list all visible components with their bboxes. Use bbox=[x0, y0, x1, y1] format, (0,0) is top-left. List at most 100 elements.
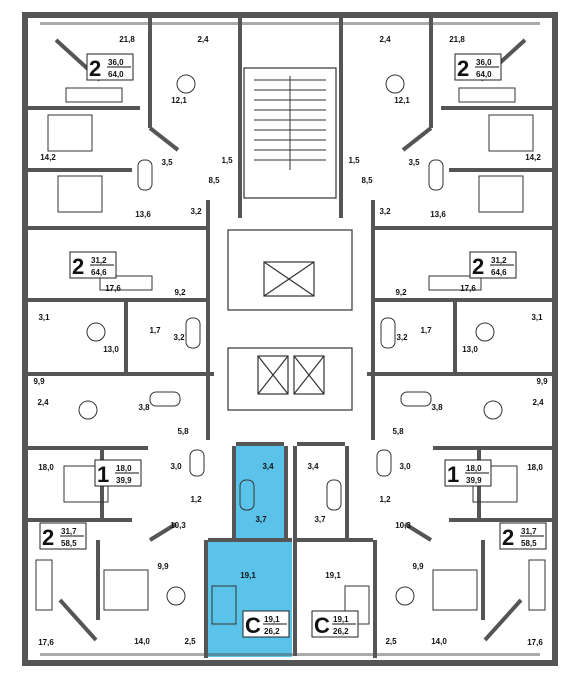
living-area: 19,1 bbox=[333, 615, 349, 624]
total-area: 26,2 bbox=[264, 627, 280, 636]
total-area: 39,9 bbox=[466, 476, 482, 485]
room-area-label: 14,2 bbox=[40, 153, 56, 162]
room-area-label: 9,9 bbox=[536, 377, 548, 386]
room-area-label: 3,0 bbox=[399, 462, 411, 471]
room-count: 2 bbox=[472, 254, 484, 279]
room-area-label: 12,1 bbox=[394, 96, 410, 105]
living-area: 31,2 bbox=[91, 256, 107, 265]
room-area-label: 3,1 bbox=[38, 313, 50, 322]
room-count: 2 bbox=[457, 56, 469, 81]
room-area-label: 3,2 bbox=[379, 207, 391, 216]
room-area-label: 3,4 bbox=[262, 462, 274, 471]
stairwell bbox=[243, 67, 337, 199]
room-area-label: 5,8 bbox=[177, 427, 189, 436]
room-area-label: 14,2 bbox=[525, 153, 541, 162]
room-area-label: 8,5 bbox=[208, 176, 220, 185]
room-area-label: 2,4 bbox=[532, 398, 544, 407]
room-area-label: 9,9 bbox=[412, 562, 424, 571]
room-area-label: 1,5 bbox=[348, 156, 360, 165]
room-area-label: 9,9 bbox=[33, 377, 45, 386]
room-area-label: 17,6 bbox=[527, 638, 543, 647]
room-count: 2 bbox=[502, 525, 514, 550]
living-area: 18,0 bbox=[116, 464, 132, 473]
room-area-label: 13,0 bbox=[462, 345, 478, 354]
room-area-label: 3,5 bbox=[408, 158, 420, 167]
total-area: 26,2 bbox=[333, 627, 349, 636]
room-area-label: 1,5 bbox=[221, 156, 233, 165]
room-area-label: 10,3 bbox=[395, 521, 411, 530]
living-area: 36,0 bbox=[476, 58, 492, 67]
room-count: 2 bbox=[89, 56, 101, 81]
room-area-label: 3,5 bbox=[161, 158, 173, 167]
room-area-label: 18,0 bbox=[38, 463, 54, 472]
total-area: 58,5 bbox=[61, 539, 77, 548]
room-area-label: 2,4 bbox=[379, 35, 391, 44]
room-area-label: 3,7 bbox=[314, 515, 326, 524]
outer-walls bbox=[22, 12, 558, 666]
elevator-shafts bbox=[227, 229, 353, 411]
room-area-label: 21,8 bbox=[449, 35, 465, 44]
room-area-label: 2,5 bbox=[385, 637, 397, 646]
apartment-badge-ne[interactable]: 2 36,0 64,0 bbox=[454, 53, 502, 81]
room-area-label: 17,6 bbox=[105, 284, 121, 293]
room-area-label: 14,0 bbox=[134, 637, 150, 646]
apartment-badge-e1[interactable]: 1 18,0 39,9 bbox=[444, 459, 492, 487]
room-area-label: 3,7 bbox=[255, 515, 267, 524]
room-area-label: 1,7 bbox=[420, 326, 432, 335]
total-area: 64,0 bbox=[476, 70, 492, 79]
room-area-label: 8,5 bbox=[361, 176, 373, 185]
interior-walls-horizontal bbox=[28, 106, 552, 542]
room-area-label: 17,6 bbox=[38, 638, 54, 647]
room-area-label: 13,0 bbox=[103, 345, 119, 354]
room-area-label: 19,1 bbox=[240, 571, 256, 580]
room-area-label: 3,2 bbox=[396, 333, 408, 342]
room-area-label: 2,5 bbox=[184, 637, 196, 646]
total-area: 64,6 bbox=[491, 268, 507, 277]
room-area-label: 5,8 bbox=[392, 427, 404, 436]
room-area-label: 19,1 bbox=[325, 571, 341, 580]
apartment-badge-nw[interactable]: 2 36,0 64,0 bbox=[86, 53, 134, 81]
room-area-label: 3,1 bbox=[531, 313, 543, 322]
living-area: 31,2 bbox=[491, 256, 507, 265]
room-area-label: 3,8 bbox=[138, 403, 150, 412]
room-area-label: 10,3 bbox=[170, 521, 186, 530]
living-area: 31,7 bbox=[521, 527, 537, 536]
room-area-label: 1,7 bbox=[149, 326, 161, 335]
room-count: С bbox=[245, 613, 261, 638]
room-area-label: 1,2 bbox=[379, 495, 391, 504]
room-area-label: 3,8 bbox=[431, 403, 443, 412]
room-count: 2 bbox=[42, 525, 54, 550]
room-area-label: 14,0 bbox=[431, 637, 447, 646]
apartment-badge-e2[interactable]: 2 31,2 64,6 bbox=[469, 251, 517, 279]
furniture bbox=[35, 74, 546, 625]
room-area-label: 3,2 bbox=[173, 333, 185, 342]
interior-walls-vertical bbox=[96, 18, 485, 658]
room-area-label: 13,6 bbox=[430, 210, 446, 219]
room-count: 1 bbox=[447, 462, 459, 487]
room-area-label: 17,6 bbox=[460, 284, 476, 293]
living-area: 18,0 bbox=[466, 464, 482, 473]
room-area-label: 1,2 bbox=[190, 495, 202, 504]
highlighted-studio[interactable] bbox=[208, 446, 292, 657]
room-count: 2 bbox=[72, 254, 84, 279]
living-area: 31,7 bbox=[61, 527, 77, 536]
room-area-label: 2,4 bbox=[37, 398, 49, 407]
living-area: 19,1 bbox=[264, 615, 280, 624]
living-area: 36,0 bbox=[108, 58, 124, 67]
apartment-badge-sw[interactable]: 2 31,7 58,5 bbox=[39, 522, 87, 550]
room-area-label: 9,9 bbox=[157, 562, 169, 571]
room-area-label: 3,0 bbox=[170, 462, 182, 471]
room-area-label: 9,2 bbox=[395, 288, 407, 297]
total-area: 39,9 bbox=[116, 476, 132, 485]
total-area: 64,0 bbox=[108, 70, 124, 79]
room-area-label: 3,2 bbox=[190, 207, 202, 216]
room-area-label: 18,0 bbox=[527, 463, 543, 472]
